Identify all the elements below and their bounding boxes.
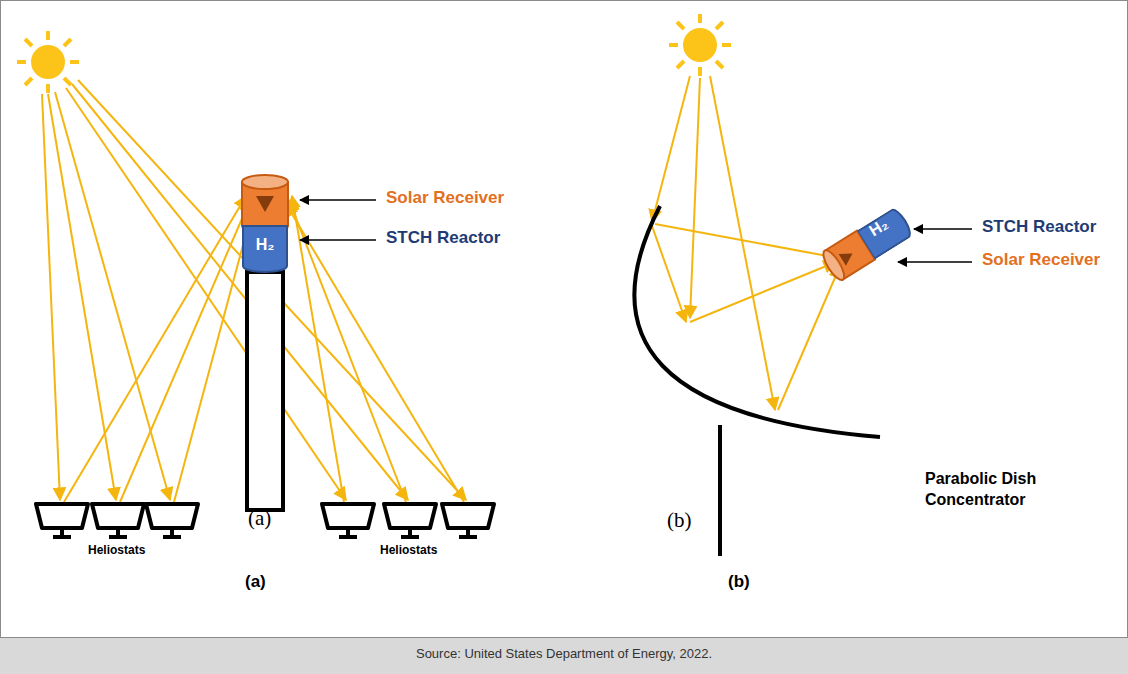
panel-letter: (b) [728,572,750,592]
part-label: Parabolic Dish Concentrator [925,468,1075,510]
reactor-text: H₂ [242,236,288,254]
panel-letter: (a) [248,506,271,531]
part-label: Solar Receiver [386,188,504,208]
panel-letter: (a) [245,572,266,592]
part-label: Heliostats [88,543,145,557]
reactor-cylinder: H₂ [242,224,288,274]
part-label: Heliostats [380,543,437,557]
part-label: Solar Receiver [982,250,1100,270]
figure-frame [0,0,1128,638]
part-label: STCH Reactor [982,217,1096,237]
panel-letter: (b) [667,508,692,533]
caption: Source: United States Department of Ener… [0,646,1128,661]
part-label: STCH Reactor [386,228,500,248]
